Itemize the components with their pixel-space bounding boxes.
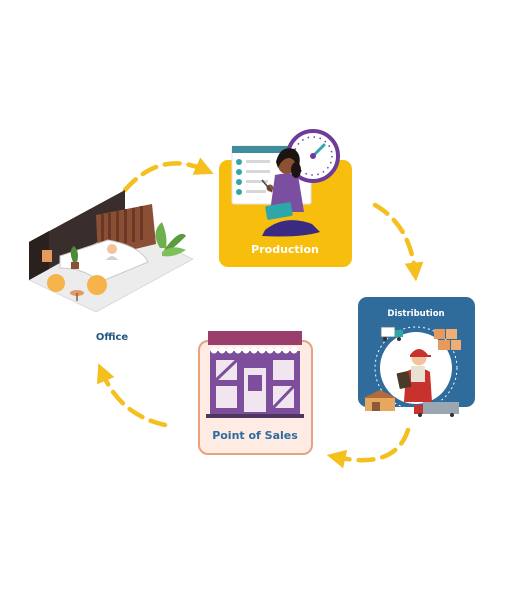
truck-icon: [414, 402, 459, 417]
arrow-office-to-production: [122, 157, 214, 193]
point-of-sales-label: Point of Sales: [212, 429, 298, 442]
office-label: Office: [96, 332, 129, 343]
point-of-sales-card: Point of Sales: [198, 331, 313, 455]
chair-icon: [47, 274, 107, 301]
office-illustration: [28, 190, 194, 313]
distribution-card: Distribution: [358, 297, 475, 417]
delivery-van-icon: [380, 326, 403, 341]
woman-with-tablet-illustration: [261, 148, 320, 237]
arrow-production-to-distribution: [372, 202, 424, 282]
arrow-distribution-to-pos: [326, 427, 411, 469]
arrow-pos-to-office: [96, 363, 168, 428]
shop-icon: [206, 331, 304, 418]
production-label: Production: [251, 243, 319, 256]
plant-icon: [155, 222, 186, 257]
cycle-arrows: [96, 157, 424, 469]
courier-man-illustration: [396, 349, 432, 402]
reception-desk: [59, 239, 149, 283]
distribution-label: Distribution: [387, 309, 444, 319]
boxes-icon: [434, 329, 461, 350]
production-card: Production: [219, 129, 352, 267]
warehouse-icon: [363, 390, 397, 411]
checklist-icon: [236, 159, 270, 195]
